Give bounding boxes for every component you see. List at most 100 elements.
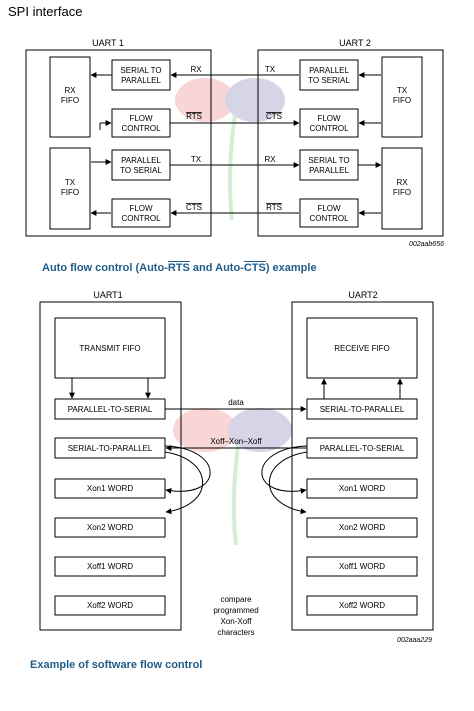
uart2-label: UART 2 xyxy=(339,38,371,48)
compare-label-4: characters xyxy=(217,628,254,637)
xon-xoff-label: Xoff–Xon–Xoff xyxy=(210,437,262,446)
uart1-parallel-to-serial xyxy=(111,149,171,181)
uart2-tx-fifo xyxy=(381,56,423,138)
uart2-p2s-block-label: PARALLEL-TO-SERIAL xyxy=(320,444,405,453)
uart2-label-2: UART2 xyxy=(348,290,377,300)
transmit-fifo xyxy=(54,317,166,379)
uart2-p2s-label-1: PARALLEL xyxy=(309,66,349,75)
uart1-p2s-label-1: PARALLEL xyxy=(121,156,161,165)
uart1-box xyxy=(25,49,212,237)
uart1-p2s-block-label: PARALLEL-TO-SERIAL xyxy=(68,405,153,414)
uart1-compare-loop-large xyxy=(164,445,211,494)
diagram-software-flow-control: UART1 UART2 TRANSMIT FIFO PARALLEL-TO-SE… xyxy=(39,290,434,644)
uart2-s2p-block-label: SERIAL-TO-PARALLEL xyxy=(320,405,405,414)
uart1-fc-top-label-1: FLOW xyxy=(129,114,153,123)
uart2-xon1-word xyxy=(306,478,418,499)
u1-tx-pin-label: TX xyxy=(191,155,202,164)
u2-cts-pin-label: CTS xyxy=(266,112,282,121)
u2-tx-pin-label: TX xyxy=(265,65,276,74)
u1-rts-pin-label: RTS xyxy=(186,112,202,121)
uart2-xoff2-label: Xoff2 WORD xyxy=(339,601,385,610)
uart2-xoff1-label: Xoff1 WORD xyxy=(339,562,385,571)
diagram2-ref-id: 002aaa229 xyxy=(397,637,432,644)
u1-cts-pin-label: CTS xyxy=(186,203,202,212)
uart2-fc-top-label-1: FLOW xyxy=(317,114,341,123)
uart1-rx-fifo-label-1: RX xyxy=(64,86,76,95)
caption1-prefix: Auto flow control (Auto- xyxy=(42,262,168,274)
uart1-xon2-label: Xon2 WORD xyxy=(87,523,133,532)
u1-rx-pin-label: RX xyxy=(190,65,202,74)
uart2-box-2 xyxy=(291,301,434,631)
uart1-xoff2-word xyxy=(54,595,166,616)
uart2-parallel-to-serial xyxy=(299,59,359,91)
uart2-fc-top-label-2: CONTROL xyxy=(309,124,349,133)
u2-rx-pin-label: RX xyxy=(264,155,276,164)
uart2-tx-fifo-label-1: TX xyxy=(397,86,408,95)
receive-fifo-label: RECEIVE FIFO xyxy=(334,344,390,353)
uart2-fc-bottom-label-2: CONTROL xyxy=(309,214,349,223)
uart1-xoff2-label: Xoff2 WORD xyxy=(87,601,133,610)
diagram-auto-flow-control: UART 1 UART 2 RX FIFO TX FIFO SERIAL TO … xyxy=(25,38,444,248)
uart2-s2p-label-2: PARALLEL xyxy=(309,166,349,175)
uart2-rx-fifo-label-2: FIFO xyxy=(393,188,411,197)
uart2-rx-fifo xyxy=(381,147,423,230)
uart1-xoff1-word xyxy=(54,556,166,577)
uart2-compare-loop-small xyxy=(269,451,308,515)
uart2-s2p-label-1: SERIAL TO xyxy=(308,156,349,165)
uart1-serial-to-parallel xyxy=(111,59,171,91)
page-title: SPI interface xyxy=(8,4,83,19)
data-label: data xyxy=(228,398,244,407)
caption1-cts: CTS xyxy=(243,262,266,274)
uart1-fc-bottom-label-2: CONTROL xyxy=(121,214,161,223)
uart2-xoff2-word xyxy=(306,595,418,616)
uart2-s2p-block xyxy=(306,398,418,420)
uart1-s2p-label-2: PARALLEL xyxy=(121,76,161,85)
uart2-xon2-word xyxy=(306,517,418,538)
uart1-tx-fifo xyxy=(49,147,91,230)
uart1-p2s-label-2: TO SERIAL xyxy=(120,166,162,175)
uart1-s2p-block-label: SERIAL-TO-PARALLEL xyxy=(68,444,153,453)
receive-fifo xyxy=(306,317,418,379)
caption-auto-flow-control: Auto flow control (Auto-RTS and Auto-CTS… xyxy=(42,262,317,274)
uart1-xoff1-label: Xoff1 WORD xyxy=(87,562,133,571)
uart2-compare-loop-large xyxy=(261,445,308,494)
uart1-compare-loop-small xyxy=(164,451,203,515)
uart2-box xyxy=(257,49,444,237)
uart2-serial-to-parallel xyxy=(299,149,359,181)
caption-software-flow-control: Example of software flow control xyxy=(30,659,203,671)
u2-rts-pin-label: RTS xyxy=(266,203,282,212)
diagram1-ref-id: 002aab656 xyxy=(409,241,444,248)
uart1-xon2-word xyxy=(54,517,166,538)
caption1-middle: and Auto- xyxy=(189,262,244,274)
uart2-xoff1-word xyxy=(306,556,418,577)
transmit-fifo-label: TRANSMIT FIFO xyxy=(79,344,140,353)
uart2-fc-bottom-label-1: FLOW xyxy=(317,204,341,213)
uart1-flow-control-bottom xyxy=(111,198,171,228)
uart2-flow-control-top xyxy=(299,108,359,138)
watermark-logo xyxy=(173,78,292,546)
uart1-label-2: UART1 xyxy=(93,290,122,300)
uart1-fc-top-label-2: CONTROL xyxy=(121,124,161,133)
uart2-rx-fifo-label-1: RX xyxy=(396,178,408,187)
uart1-xon1-label: Xon1 WORD xyxy=(87,484,133,493)
uart2-xon2-label: Xon2 WORD xyxy=(339,523,385,532)
uart1-label: UART 1 xyxy=(92,38,124,48)
compare-label-3: Xon-Xoff xyxy=(221,617,253,626)
uart1-xon1-word xyxy=(54,478,166,499)
uart1-fc-bottom-label-1: FLOW xyxy=(129,204,153,213)
compare-label-2: programmed xyxy=(213,606,258,615)
uart1-s2p-block xyxy=(54,437,166,459)
compare-label-1: compare xyxy=(220,595,252,604)
uart1-s2p-label-1: SERIAL TO xyxy=(120,66,161,75)
uart2-p2s-label-2: TO SERIAL xyxy=(308,76,350,85)
uart2-flow-control-bottom xyxy=(299,198,359,228)
caption1-suffix: ) example xyxy=(265,262,317,274)
uart1-rx-fifo xyxy=(49,56,91,138)
uart1-tx-fifo-label-1: TX xyxy=(65,178,76,187)
uart1-tx-fifo-label-2: FIFO xyxy=(61,188,79,197)
uart2-tx-fifo-label-2: FIFO xyxy=(393,96,411,105)
caption1-rts: RTS xyxy=(167,262,190,274)
uart2-xon1-label: Xon1 WORD xyxy=(339,484,385,493)
uart1-box-2 xyxy=(39,301,182,631)
